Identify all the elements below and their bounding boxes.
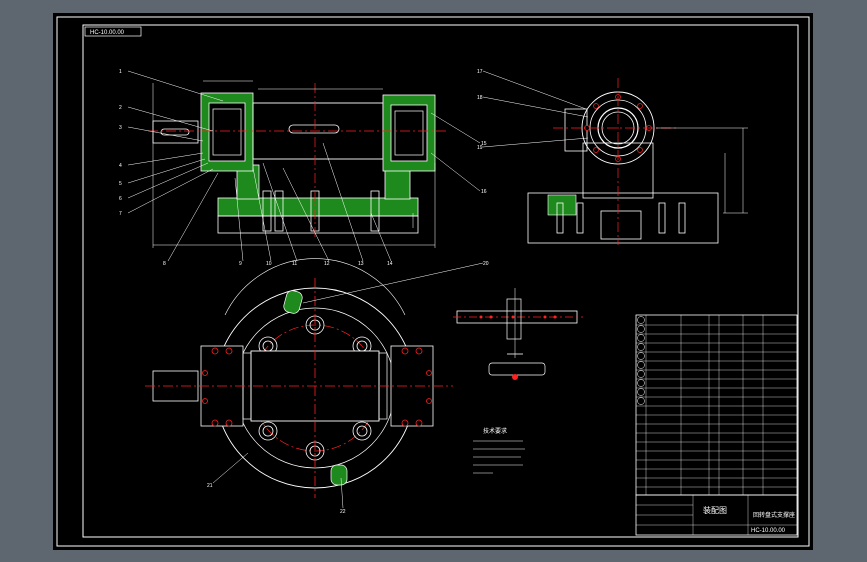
project-name: 回转盘式支撑座 bbox=[753, 511, 795, 519]
svg-text:19: 19 bbox=[477, 145, 483, 151]
top-view: 20 21 22 bbox=[145, 258, 489, 515]
svg-text:14: 14 bbox=[387, 261, 393, 267]
svg-text:12: 12 bbox=[324, 261, 330, 267]
svg-text:20: 20 bbox=[483, 261, 489, 267]
drawing-no-stamp bbox=[84, 26, 142, 37]
svg-text:8: 8 bbox=[163, 261, 166, 267]
svg-text:18: 18 bbox=[477, 95, 483, 101]
svg-text:5: 5 bbox=[119, 181, 122, 187]
svg-text:1: 1 bbox=[119, 69, 122, 75]
drawing-no-stamp-text: ΗC-10.00.00 bbox=[90, 30, 125, 36]
inner-border bbox=[82, 24, 799, 538]
svg-text:13: 13 bbox=[358, 261, 364, 267]
detail-view bbox=[453, 288, 583, 380]
svg-text:15: 15 bbox=[481, 141, 487, 147]
outer-border bbox=[56, 16, 810, 547]
drawing-name: 装配图 bbox=[703, 505, 727, 515]
svg-text:10: 10 bbox=[266, 261, 272, 267]
svg-text:4: 4 bbox=[119, 163, 122, 169]
svg-text:3: 3 bbox=[119, 125, 122, 131]
cad-drawing: ΗC-10.00.00 bbox=[56, 16, 810, 547]
svg-text:7: 7 bbox=[119, 211, 122, 217]
svg-text:22: 22 bbox=[340, 509, 346, 515]
drawing-sheet[interactable]: ΗC-10.00.00 bbox=[53, 13, 813, 550]
svg-text:11: 11 bbox=[292, 261, 297, 267]
svg-text:17: 17 bbox=[477, 69, 483, 75]
svg-text:2: 2 bbox=[119, 105, 122, 111]
svg-text:6: 6 bbox=[119, 196, 122, 202]
side-view: 17 18 19 bbox=[477, 69, 748, 245]
tech-notes-heading: 技术要求 bbox=[483, 427, 507, 435]
tech-notes: 技术要求 bbox=[473, 427, 525, 474]
svg-text:21: 21 bbox=[207, 483, 213, 489]
svg-text:16: 16 bbox=[481, 189, 487, 195]
svg-text:9: 9 bbox=[239, 261, 242, 267]
drawing-number: HC-10.00.00 bbox=[751, 528, 786, 534]
parts-list: 装配图 回转盘式支撑座 HC-10.00.00 bbox=[635, 314, 798, 536]
